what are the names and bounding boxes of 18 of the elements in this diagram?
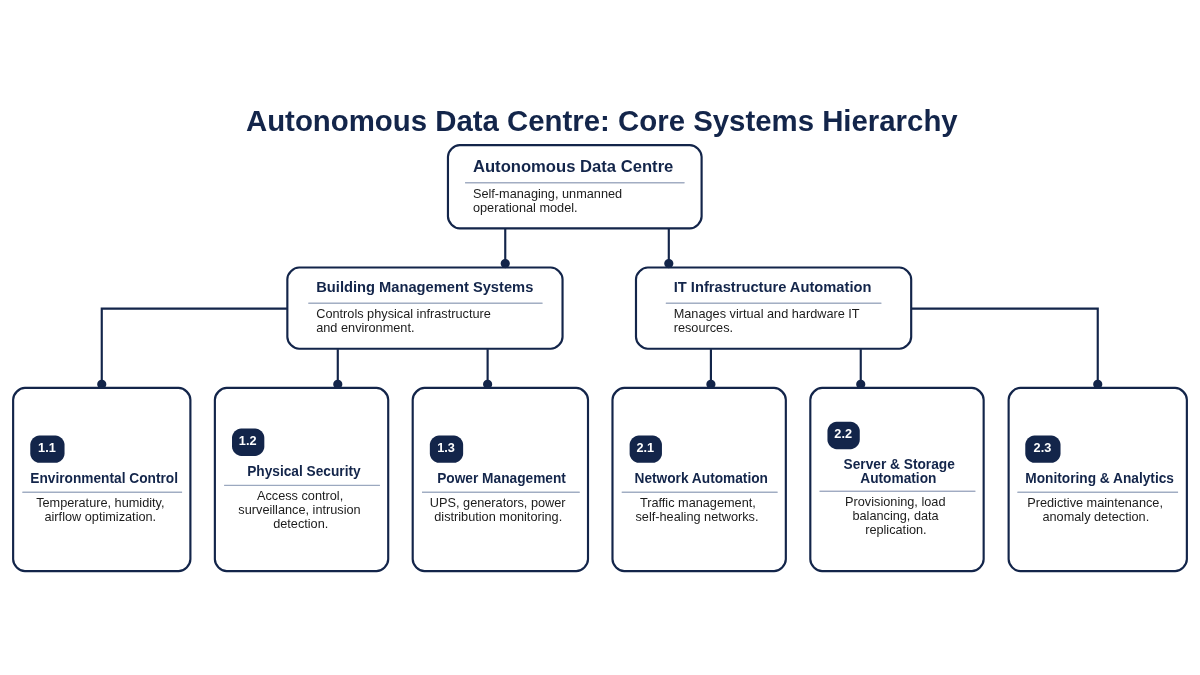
- connector: [483, 348, 493, 389]
- connector: [500, 228, 510, 268]
- node-box: IT Infrastructure Automation Manages virtual and hardware IT resources.: [634, 265, 913, 350]
- connector: [911, 307, 1103, 389]
- connector: [97, 307, 287, 389]
- connector: [664, 228, 674, 268]
- node-box: 1.3 Power Management UPS, generators, power distribution monitoring.: [411, 386, 590, 572]
- node-box: Building Management Systems Controls physical infrastructure and environment.: [286, 265, 564, 350]
- connector: [333, 348, 343, 389]
- node-box: 2.2 Server & Storage Automation Provisioning, load balancing, data replication.: [809, 386, 985, 572]
- node-box: 2.1 Network Automation Traffic management, self-healing networks.: [611, 386, 787, 572]
- node-box: 1.2 Physical Security Access control, surveillance, intrusion detection.: [213, 386, 390, 572]
- node-box: 2.3 Monitoring & Analytics Predictive maintenance, anomaly detection.: [1007, 386, 1188, 572]
- diagram-title: Autonomous Data Centre: Core Systems Hierarchy: [245, 103, 958, 137]
- connector: [706, 348, 716, 389]
- node-box: 1.1 Environmental Control Temperature, humidity, airflow optimization.: [12, 386, 192, 572]
- node-box: Autonomous Data Centre Self-managing, unmanned operational model.: [446, 143, 703, 229]
- connector: [856, 348, 866, 389]
